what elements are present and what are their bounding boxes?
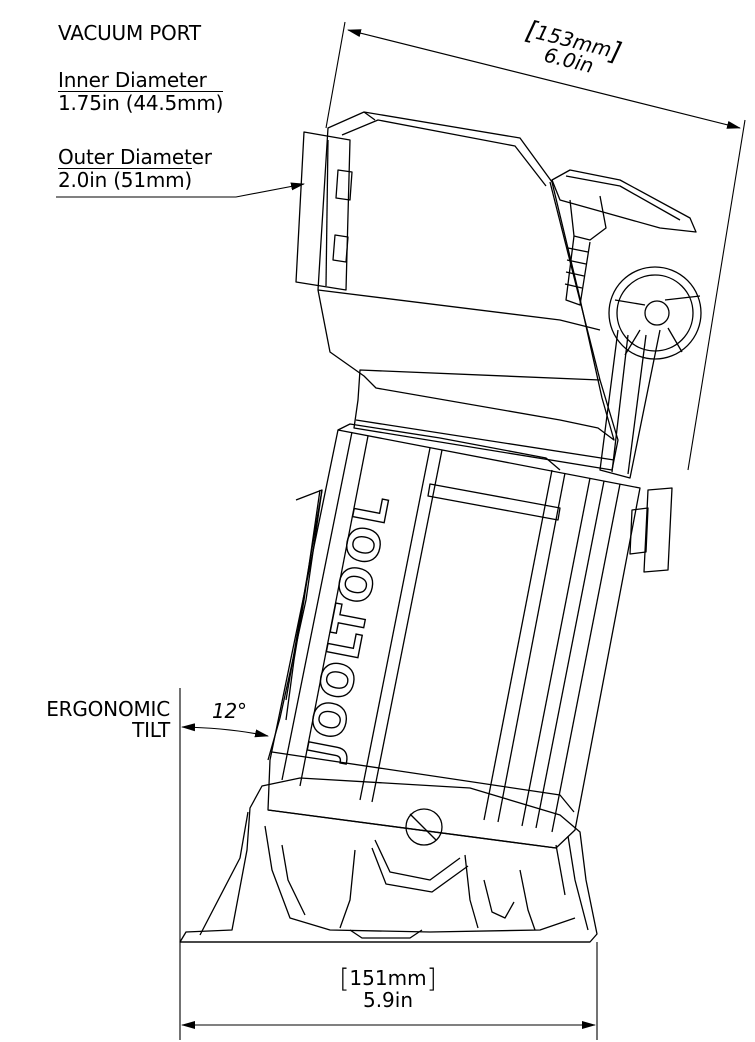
vacuum-port-title: VACUUM PORT <box>58 21 201 45</box>
router-base <box>179 777 598 943</box>
inner-diameter-value: 1.75in (44.5mm) <box>58 91 224 115</box>
tilt-label-line2: TILT <box>132 718 170 742</box>
tilt-angle <box>179 688 269 942</box>
outer-diameter-label: Outer Diameter <box>58 145 212 169</box>
motor-collar <box>353 369 619 471</box>
inner-diameter-label: Inner Diameter <box>58 68 207 92</box>
dim-base-metric: 151mm <box>349 966 427 990</box>
tilt-label-line1: ERGONOMIC <box>46 697 170 721</box>
dimension-base <box>179 942 598 1040</box>
dimension-height <box>325 21 746 471</box>
motor-housing <box>267 423 641 849</box>
bracket-open-base: [ <box>339 964 350 994</box>
vacuum-port-part <box>295 131 353 291</box>
side-grip <box>285 489 321 721</box>
depth-post <box>599 329 661 479</box>
lock-knob <box>629 487 673 573</box>
outer-diameter-value: 2.0in (51mm) <box>58 168 193 192</box>
vacuum-port-leader <box>56 182 305 198</box>
handle-arm <box>551 169 697 306</box>
dim-base-imperial: 5.9in <box>362 988 414 1012</box>
adjustment-knob <box>608 266 702 360</box>
dim-base-text: [151mm] 5.9in <box>318 962 458 1012</box>
tilt-angle-value: 12° <box>212 699 247 723</box>
bracket-close-base: ] <box>426 964 437 994</box>
